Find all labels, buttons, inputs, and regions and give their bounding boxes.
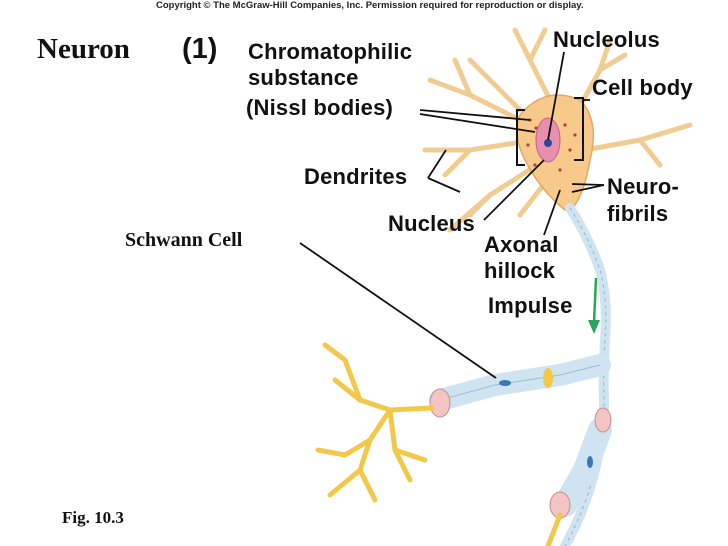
figure-label: Fig. 10.3 — [62, 508, 124, 527]
label-chromatophilic: Chromatophilic — [248, 39, 413, 64]
label-nucleus: Nucleus — [388, 211, 475, 236]
label-hillock: hillock — [484, 258, 556, 283]
dendrites — [422, 27, 693, 233]
myelinated-branch — [429, 354, 611, 418]
copyright-notice: Copyright © The McGraw-Hill Companies, I… — [156, 0, 584, 11]
label-cell-body: Cell body — [592, 75, 693, 100]
label-neuro: Neuro- — [607, 174, 680, 199]
label-impulse: Impulse — [488, 293, 573, 318]
label-fibrils: fibrils — [607, 201, 669, 226]
nissl-dots — [526, 118, 577, 172]
leader-lines — [299, 51, 605, 379]
label-dendrites: Dendrites — [304, 164, 408, 189]
impulse-arrow — [588, 277, 600, 334]
label-nissl-bodies: (Nissl bodies) — [246, 95, 394, 120]
lower-myelin — [549, 407, 612, 519]
label-axonal: Axonal — [484, 232, 559, 257]
label-schwann-cell: Schwann Cell — [125, 229, 243, 251]
axon-terminals — [315, 342, 563, 546]
label-nucleolus: Nucleolus — [553, 27, 660, 52]
page-title: Neuron — [37, 33, 130, 65]
cell-body-bracket — [516, 97, 584, 166]
title-number: (1) — [182, 33, 218, 65]
label-substance: substance — [248, 65, 359, 90]
nucleolus-dot — [544, 139, 552, 147]
